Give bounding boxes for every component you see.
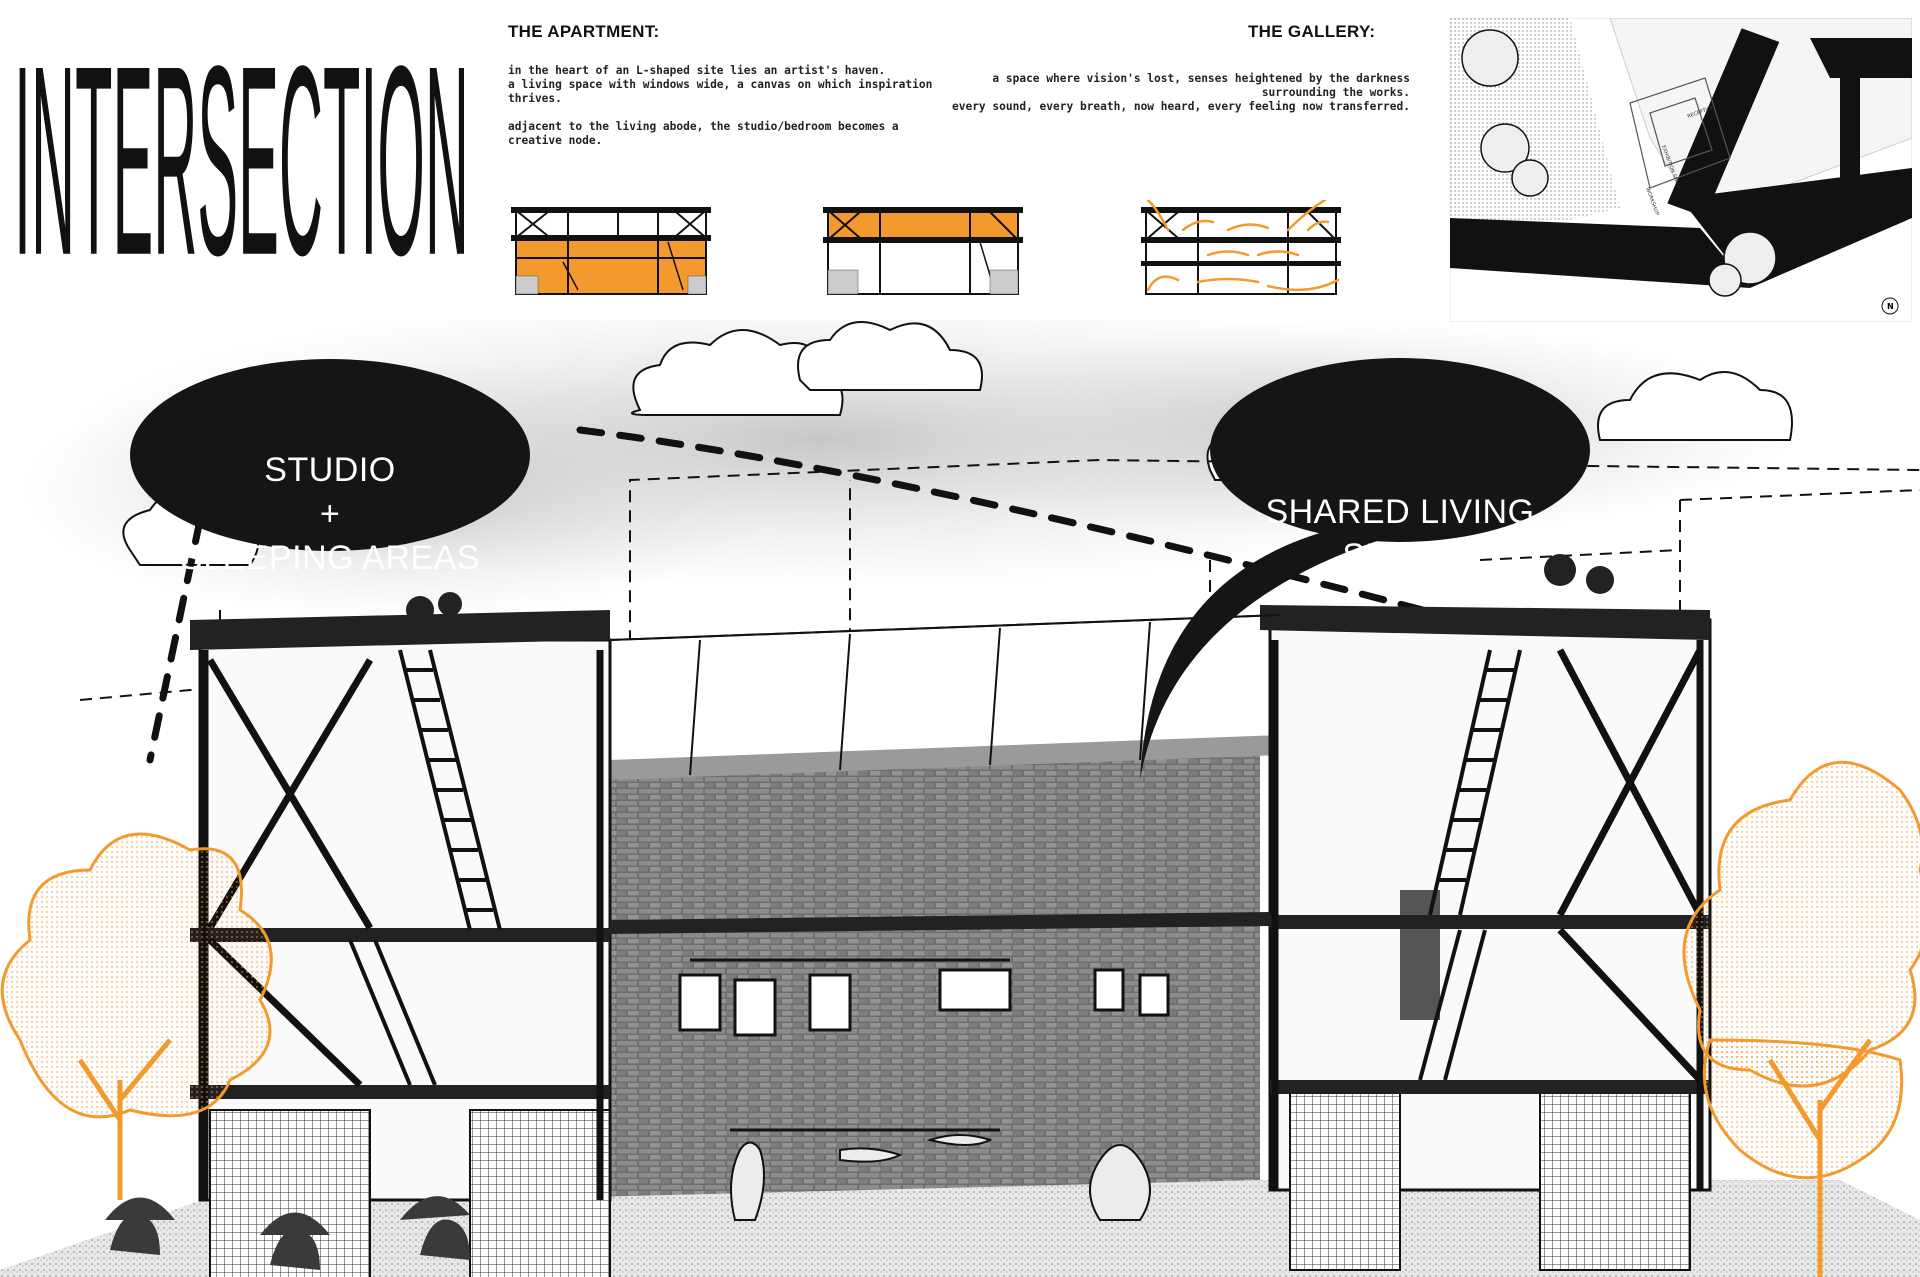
- orange-trees: [0, 760, 1920, 1180]
- gallery-heading: THE GALLERY:: [1248, 22, 1376, 41]
- artwork-frame-icon: [678, 973, 722, 1032]
- north-arrow-icon: [1881, 297, 1899, 315]
- umbrella-icon: [105, 1197, 175, 1220]
- bubble-shared-line-1: SHARED LIVING: [1265, 493, 1535, 531]
- people-with-umbrellas: [105, 1196, 470, 1270]
- bubble-shared-living: [1210, 358, 1590, 542]
- gallery-artworks: [678, 968, 1170, 1037]
- ladder-icon: [348, 649, 1522, 1086]
- torso-sculpture-icon: [730, 1141, 765, 1221]
- plan-tree-icon: [1461, 29, 1519, 87]
- bubble-studio-line-2: +: [319, 495, 341, 533]
- shared-space-section-diagram: [823, 207, 1023, 295]
- bubble-shared-line-2: SPACE: [1342, 537, 1458, 575]
- apartment-description: in the heart of an L-shaped site lies an…: [508, 64, 948, 162]
- bubble-studio: [130, 359, 530, 551]
- apartment-section-diagram: [511, 207, 711, 295]
- circulation-diagram: [1141, 200, 1341, 295]
- axonometric-section: [0, 320, 1920, 1277]
- plant-icon: [406, 596, 434, 624]
- roof-plants: [406, 554, 1614, 624]
- person-icon: [110, 1214, 160, 1255]
- bust-sculpture-icon: [1089, 1144, 1151, 1221]
- gallery-line-2: surrounding the works.: [1261, 86, 1410, 99]
- gallery-description: a space where vision's lost, senses heig…: [940, 72, 1410, 114]
- apartment-heading: THE APARTMENT:: [508, 22, 660, 41]
- north-label: N: [1887, 302, 1894, 311]
- apartment-line-3: adjacent to the living abode, the studio…: [508, 120, 899, 147]
- gallery-line-3: every sound, every breath, now heard, ev…: [951, 100, 1410, 113]
- site-plan: RECEPTION EXHIBITION SPACE WORKSHOP N: [1450, 18, 1912, 322]
- tree-icon: [0, 832, 273, 1119]
- poster-title: INTERSECTION: [14, 18, 469, 288]
- apartment-line-2: a living space with windows wide, a canv…: [508, 78, 933, 105]
- apartment-line-1: in the heart of an L-shaped site lies an…: [508, 64, 886, 77]
- poster-title-text: INTERSECTION: [14, 18, 469, 288]
- bubble-studio-line-3: SLEEPING AREAS: [180, 539, 480, 577]
- sculptures: [730, 1134, 1151, 1221]
- hand-sculpture-icon: [839, 1147, 903, 1163]
- cloud-icon: [631, 329, 844, 416]
- bubble-studio-text: STUDIO + SLEEPING AREAS: [150, 448, 510, 580]
- gallery-line-1: a space where vision's lost, senses heig…: [992, 72, 1410, 85]
- bubble-shared-text: SHARED LIVING SPACE: [1220, 490, 1580, 578]
- bubble-studio-line-1: STUDIO: [264, 451, 396, 489]
- gallery-brick-wall: [470, 750, 1260, 1200]
